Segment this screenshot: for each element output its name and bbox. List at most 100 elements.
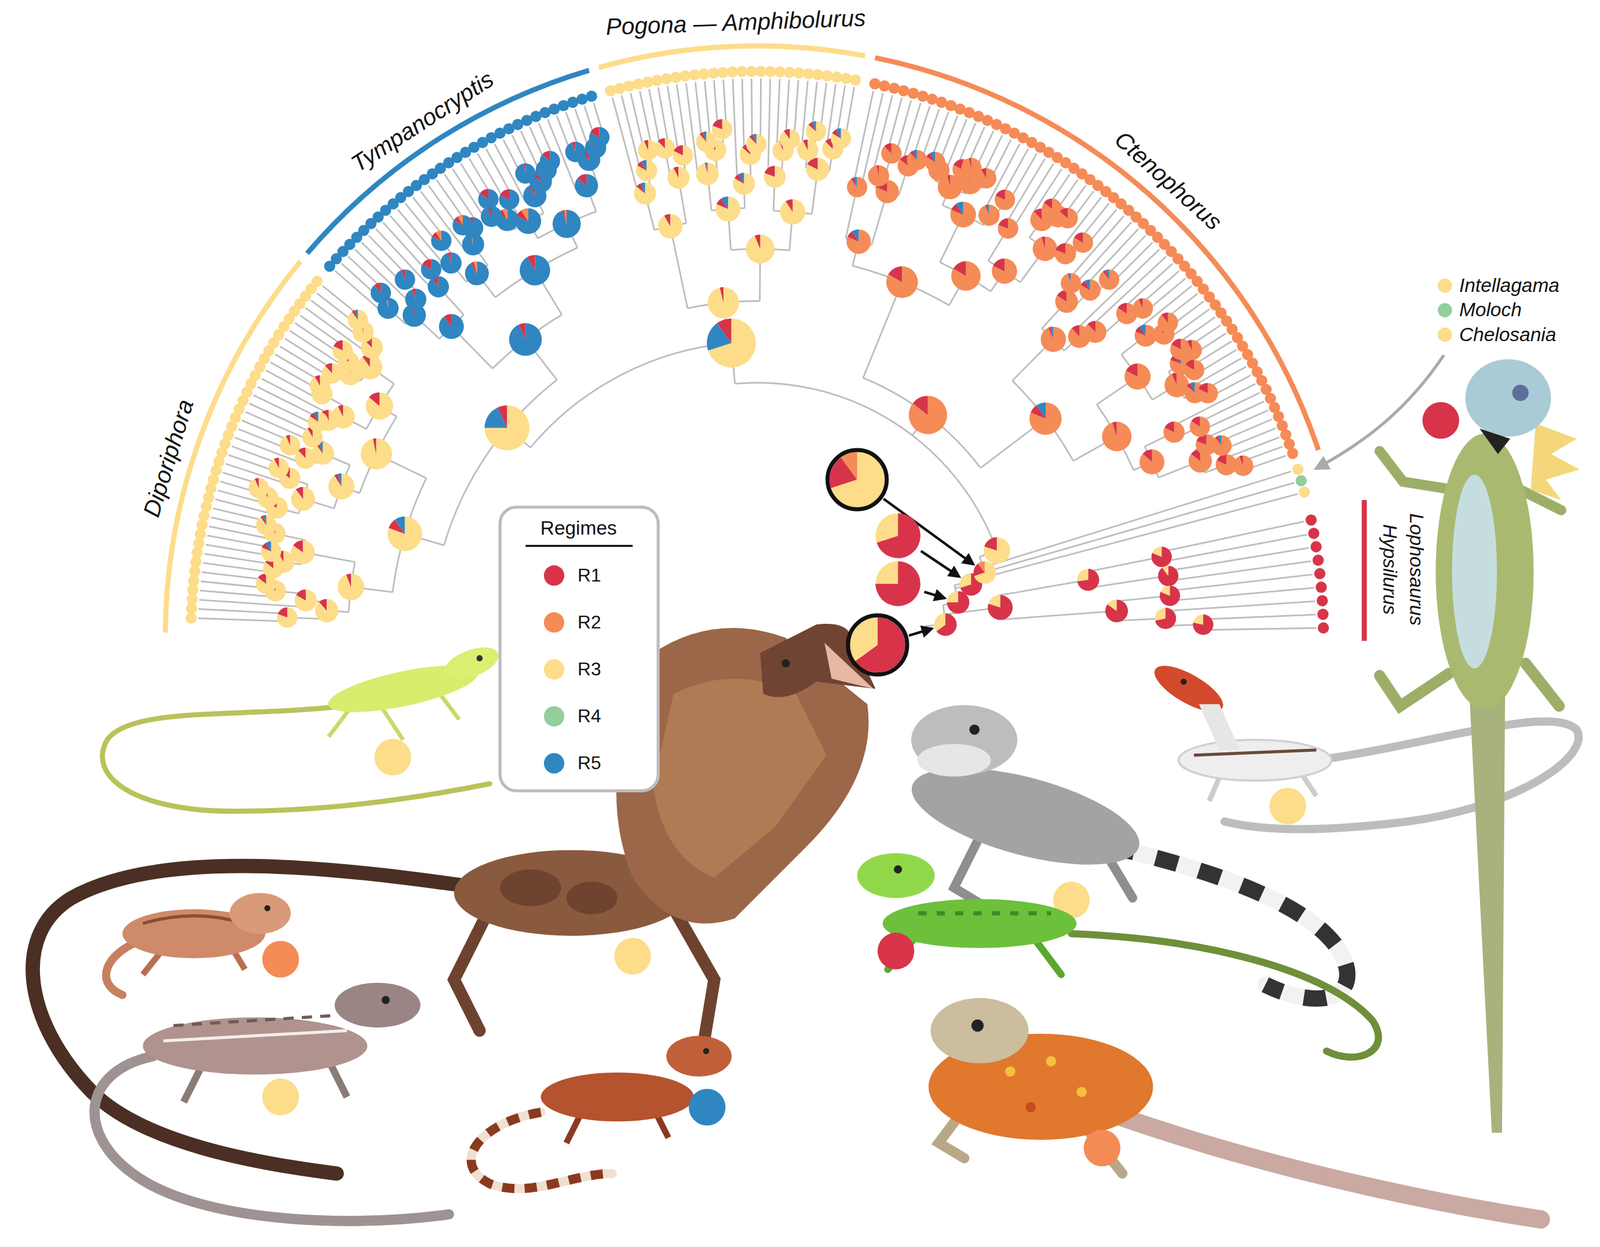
tip-dot [651,74,663,86]
tree-branch [375,228,434,291]
pie-slice [1142,449,1153,462]
art-path [1122,1117,1541,1220]
pie-slice [373,438,377,455]
tip-dot [897,85,909,97]
pie-slice [636,159,658,182]
art-circle [1076,1086,1087,1098]
pie-slice [664,213,671,226]
pie-slice [1072,232,1094,253]
pie-slice [1057,290,1068,302]
pie-slice [959,573,971,588]
pie-slice [497,405,508,429]
pie-slice [1197,382,1218,404]
pie-slice [257,573,266,584]
art-circle [688,1089,726,1126]
pie-slice [983,537,1011,565]
tip-dot [1305,514,1317,526]
pie-slice [277,607,288,618]
pie-slice [365,392,393,420]
tree-group [165,45,1452,675]
pie-slice [696,131,717,152]
pie-slice [1079,279,1101,301]
pie-slice [912,395,929,415]
pie-slice [395,516,405,535]
pie-slice [293,540,303,553]
pie-slice [934,613,946,632]
tree-branch [1089,575,1169,588]
tip-dot [1317,622,1329,634]
tip-dot [670,71,682,83]
pie-slice [720,287,724,303]
pie-slice [574,174,598,198]
pie-slice [875,561,921,607]
pie-slice [1043,198,1052,210]
clade-label: Ctenophorus [1109,125,1229,236]
pie-slice [1159,585,1181,606]
pie-slice [1239,455,1243,466]
tip-dot [1308,527,1320,539]
pie-slice [519,323,526,340]
tip-dot [802,68,814,80]
pie-slice [369,392,380,407]
pie-slice [333,340,343,351]
tip-dot [1287,447,1299,459]
pie-slice [658,213,683,239]
clade-label: Moloch [1459,298,1522,321]
legend-swatch [543,565,565,586]
art-path [673,908,715,1041]
pie-slice [1211,435,1232,456]
art-path [143,915,246,924]
art-path [1112,846,1348,999]
art-path [173,1015,337,1026]
genus-dot [1437,278,1453,294]
pie-slice [754,234,761,250]
pie-slice [268,457,290,478]
pie-slice [360,438,393,470]
pie-slice [985,205,990,216]
clade-label: Lophosaurus [1405,513,1428,626]
legend-swatch [543,612,565,633]
pie-slice [477,188,499,210]
pie-slice [867,165,890,187]
pie-slice [452,214,473,236]
pie-slice [374,282,382,294]
pie-slice [1155,607,1176,630]
art-circle [262,1078,299,1116]
tree-branch [1164,601,1315,612]
pie-slice [521,208,529,222]
pie-slice [1071,325,1080,338]
art-circle [1083,1129,1121,1167]
pie-slice [654,138,675,159]
tip-dot [679,70,691,82]
pie-slice [1084,279,1090,290]
art-ellipse [499,869,562,907]
tip-dot [585,90,597,102]
tip-dot [641,76,653,88]
pie-slice [696,162,719,186]
pie-slice [1151,546,1172,568]
pie-slice [509,323,542,356]
art-path [1193,750,1317,756]
pie-slice [256,514,277,536]
pie-slice [552,209,582,239]
pie-slice [672,145,693,166]
tree-branch [852,265,950,306]
pie-slice [430,230,452,251]
orange-spotted-lizard [928,998,1541,1220]
art-path [954,837,980,904]
legend-text: R3 [577,659,602,681]
tree-branch [253,395,317,426]
pie-slice [440,252,462,275]
pie-slice [265,541,272,552]
tree-branch [969,482,1295,577]
pie-slice [1041,236,1046,249]
pie-slice [785,199,793,213]
pie-slice [590,126,600,138]
tree-branch [1203,614,1317,620]
art-path [94,1056,449,1222]
legend-text: R1 [577,564,602,586]
genus-dot [1437,302,1453,318]
clade-label: Tympanocryptis [345,66,499,178]
pie-slice [1163,421,1185,444]
pie-slice [498,189,520,210]
